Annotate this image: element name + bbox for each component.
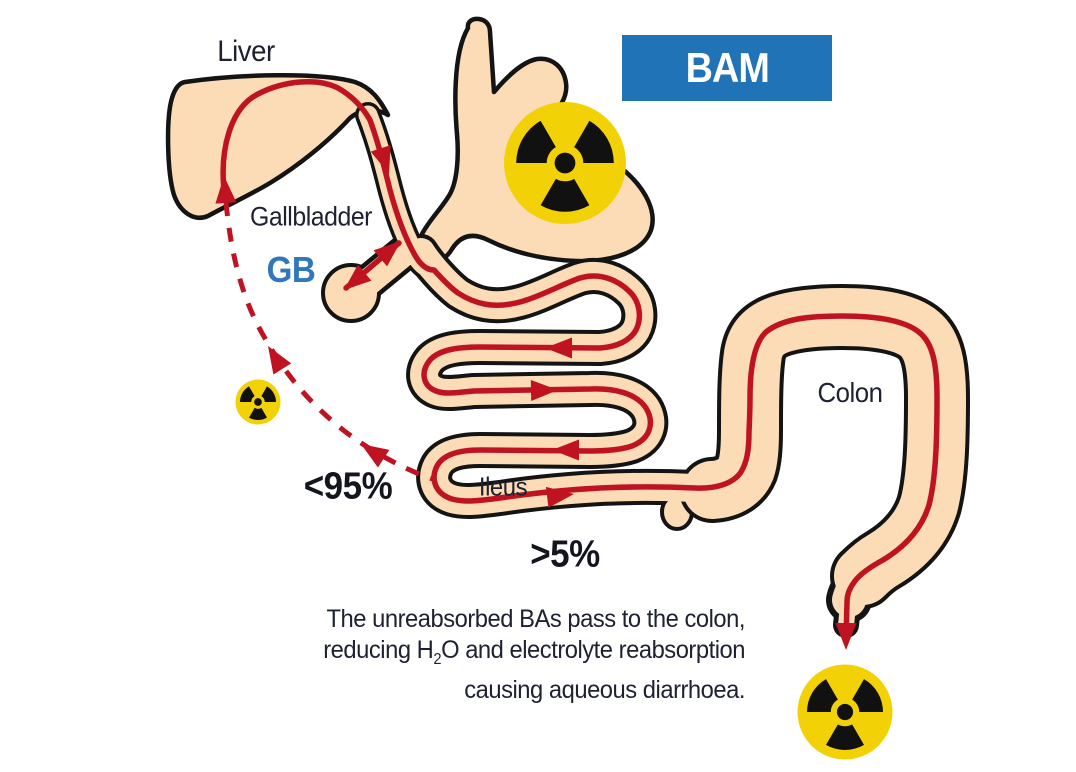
colon-label: Colon [817, 377, 883, 408]
reabsorption-dashed-line [223, 201, 437, 483]
reabsorbed-percent-label: <95% [303, 465, 393, 508]
bam-badge-label: BAM [685, 44, 769, 91]
gallbladder-label: Gallbladder [250, 201, 372, 232]
subscript-2: 2 [433, 651, 442, 668]
gallbladder-arrow [337, 232, 408, 299]
bile-flow-line [220, 79, 940, 643]
radiation-icon [798, 665, 893, 760]
caption: The unreabsorbed BAs pass to the colon, … [251, 604, 745, 706]
unreabsorbed-percent-label: >5% [530, 533, 600, 576]
radiation-icon [504, 102, 626, 224]
liver-label: Liver [217, 35, 275, 68]
liver-shape [165, 73, 391, 220]
bam-badge: BAM [622, 35, 832, 101]
gb-label: GB [266, 249, 316, 290]
ileum-label: Ileus [478, 471, 528, 502]
caption-line1: The unreabsorbed BAs pass to the colon, [326, 605, 746, 633]
caption-line2: reducing H2O and electrolyte reabsorptio… [323, 636, 745, 668]
radiation-icon [236, 380, 281, 425]
caption-line3: causing aqueous diarrhoea. [464, 676, 745, 704]
